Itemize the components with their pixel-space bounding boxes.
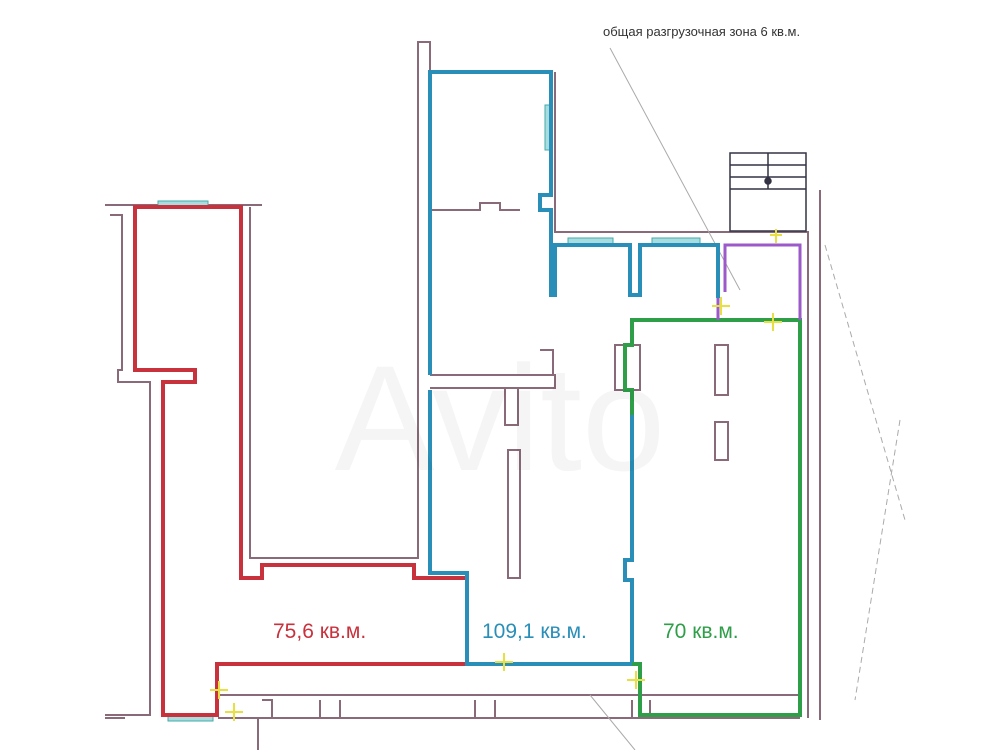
entrance-markers: [210, 229, 782, 721]
watermark: Avito: [335, 334, 666, 502]
unit-75-area-label: 75,6 кв.м.: [273, 620, 367, 643]
shared-zone-outline: [716, 243, 802, 320]
unit-70-outline: [623, 318, 802, 717]
building-walls: [105, 41, 821, 750]
shared-zone-label: общая разгрузочная зона 6 кв.м.: [603, 24, 801, 39]
stair-symbol: [729, 152, 807, 232]
unit-70-area-label: 70 кв.м.: [663, 620, 739, 643]
unit-109-outline: [428, 70, 720, 666]
unit-109-area-label: 109,1 кв.м.: [482, 620, 587, 643]
